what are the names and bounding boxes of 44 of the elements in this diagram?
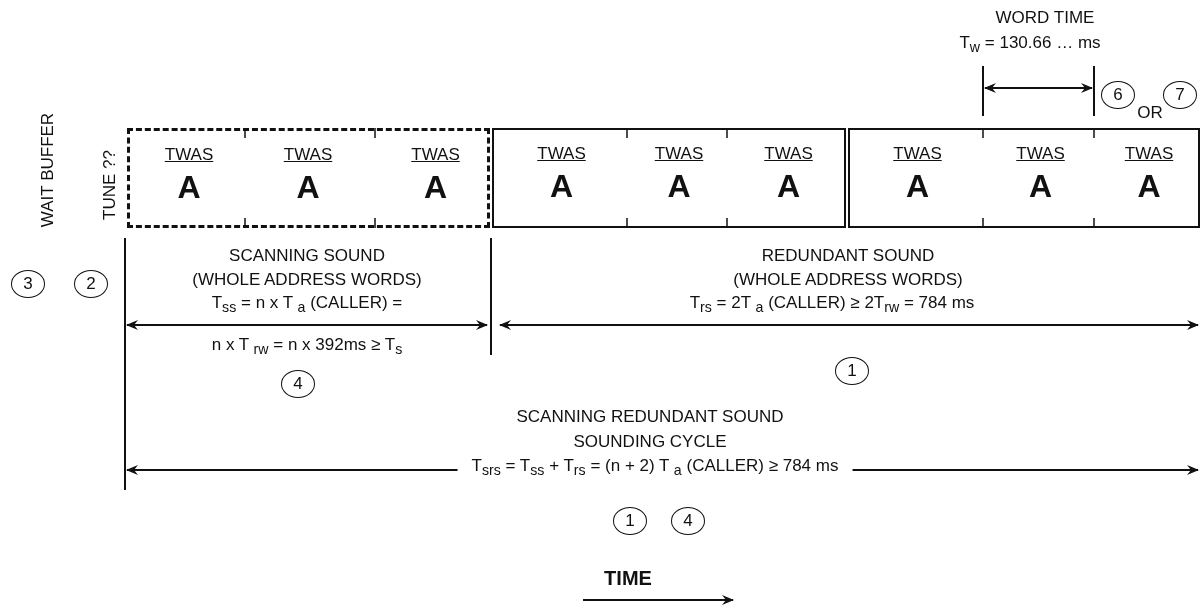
word-letter: A xyxy=(905,170,930,202)
circled-number: 3 xyxy=(11,270,45,298)
formula-text: T$_{w}$ = 130.66 … ms xyxy=(959,34,1101,56)
word-label: TWAS xyxy=(411,145,460,165)
word-letter: A xyxy=(423,171,448,203)
word-letter: A xyxy=(1028,170,1053,202)
circled-number: 4 xyxy=(671,507,705,535)
circled-number: 1 xyxy=(613,507,647,535)
or-text: OR xyxy=(1137,103,1163,123)
axis-title: TIME xyxy=(604,567,652,589)
circled-number: 6 xyxy=(1101,81,1135,109)
word-label: TWAS xyxy=(893,144,942,164)
word-label: TWAS xyxy=(654,144,704,164)
word-label: TWAS xyxy=(1124,144,1174,164)
word-letter: A xyxy=(549,170,574,202)
circled-number: 7 xyxy=(1163,81,1197,109)
heading-text: (WHOLE ADDRESS WORDS) xyxy=(192,270,422,290)
word-letter: A xyxy=(177,171,201,203)
circled-number: 1 xyxy=(835,357,869,385)
heading-text: WORD TIME xyxy=(995,8,1095,28)
heading-text: REDUNDANT SOUND xyxy=(761,246,935,266)
circled-number: 4 xyxy=(281,370,315,398)
word-letter: A xyxy=(1137,170,1161,202)
word-label: TWAS xyxy=(537,144,586,164)
heading-text: SCANNING SOUND xyxy=(229,246,385,266)
formula-text: T$_{ss}$ = n x T $_{a}$ (CALLER) = xyxy=(211,294,403,316)
word-letter: A xyxy=(296,171,320,203)
word-label: TWAS xyxy=(164,145,214,165)
vertical-label: WAIT BUFFER xyxy=(38,112,58,228)
formula-text: T$_{rs}$ = 2T $_{a}$ (CALLER) ≥ 2T$_{rw}$ = 784 ms xyxy=(689,294,975,316)
word-frame xyxy=(127,128,490,228)
word-letter: A xyxy=(776,170,801,202)
formula-text: n x T $_{rw}$ = n x 392ms ≥ T$_{s}$ xyxy=(211,336,403,358)
word-label: TWAS xyxy=(283,145,333,165)
circled-number: 2 xyxy=(74,270,108,298)
word-frame xyxy=(492,128,846,228)
word-letter: A xyxy=(667,170,691,202)
vertical-label: TUNE ?? xyxy=(100,150,120,220)
heading-text: SOUNDING CYCLE xyxy=(573,432,727,452)
word-frame xyxy=(848,128,1200,228)
heading-text: SCANNING REDUNDANT SOUND xyxy=(516,407,784,427)
heading-text: (WHOLE ADDRESS WORDS) xyxy=(733,270,963,290)
word-label: TWAS xyxy=(764,144,813,164)
word-label: TWAS xyxy=(1016,144,1065,164)
